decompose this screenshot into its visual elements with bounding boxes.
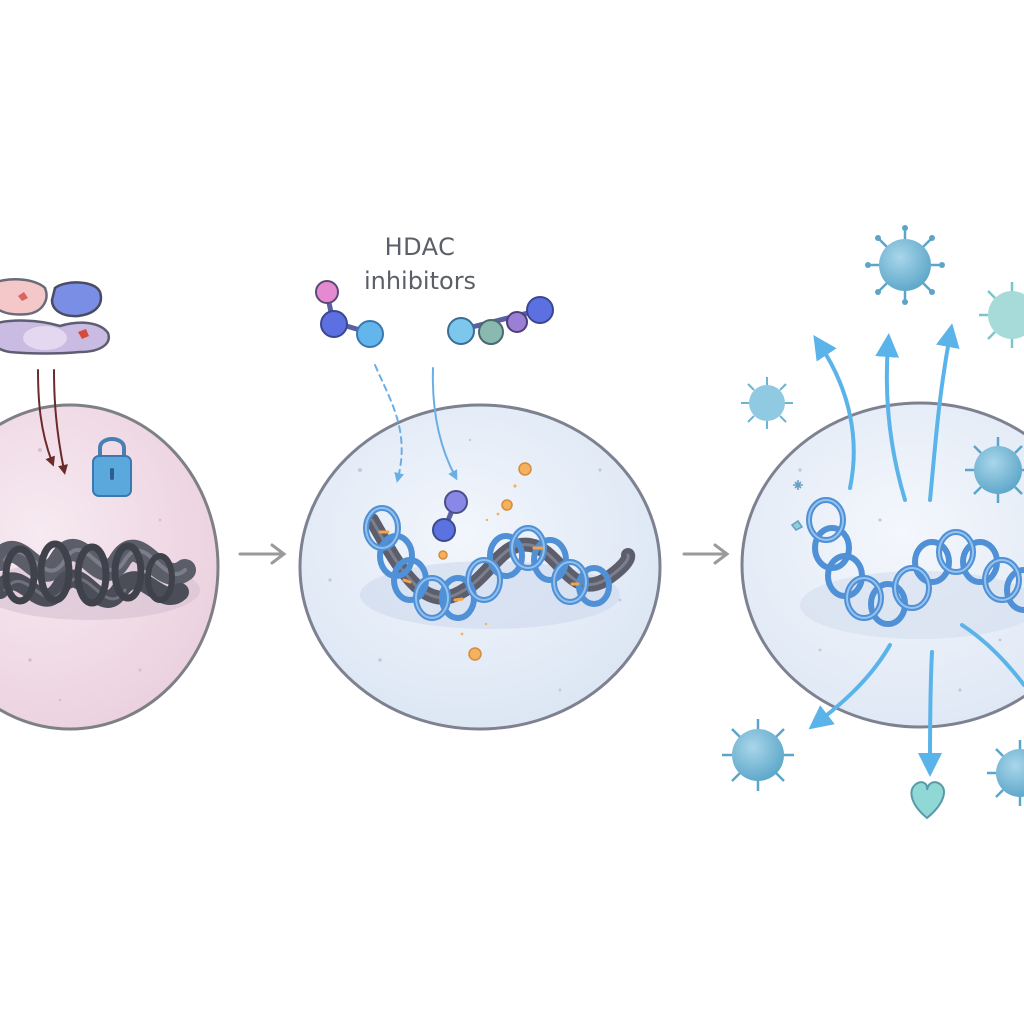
hdac-enzyme-complex	[0, 278, 110, 355]
inhibitor-molecule-right	[447, 296, 554, 345]
heart-icon	[910, 781, 945, 820]
expression-arrows	[808, 323, 1024, 777]
sparkle-icon	[790, 480, 804, 532]
hdac-inhibitors-label-line2: inhibitors	[363, 267, 477, 295]
compact-chromatin	[0, 539, 196, 608]
panel-gene-activation	[722, 225, 1024, 820]
panel-closed-chromatin	[0, 278, 220, 731]
cell-3	[740, 401, 1024, 729]
hdac-action-arrow	[37, 369, 68, 475]
lock-icon	[92, 437, 132, 497]
molecule-icon	[432, 490, 468, 542]
step-arrow-icon	[238, 543, 287, 565]
virus-icon	[987, 740, 1024, 806]
open-chromatin	[363, 505, 636, 621]
virus-icon	[722, 719, 794, 791]
panel-hdac-inhibition	[298, 280, 662, 731]
virus-icon	[741, 377, 793, 429]
virus-icon	[865, 225, 945, 305]
acetyl-groups	[438, 462, 532, 661]
step-arrow-icon	[682, 543, 730, 565]
virus-icon	[979, 282, 1024, 348]
hdac-inhibitors-label-line1: HDAC	[384, 233, 456, 261]
inhibitor-entry-arrows	[374, 364, 458, 483]
inhibitor-molecule-left	[315, 280, 384, 348]
virus-icon	[965, 437, 1024, 503]
